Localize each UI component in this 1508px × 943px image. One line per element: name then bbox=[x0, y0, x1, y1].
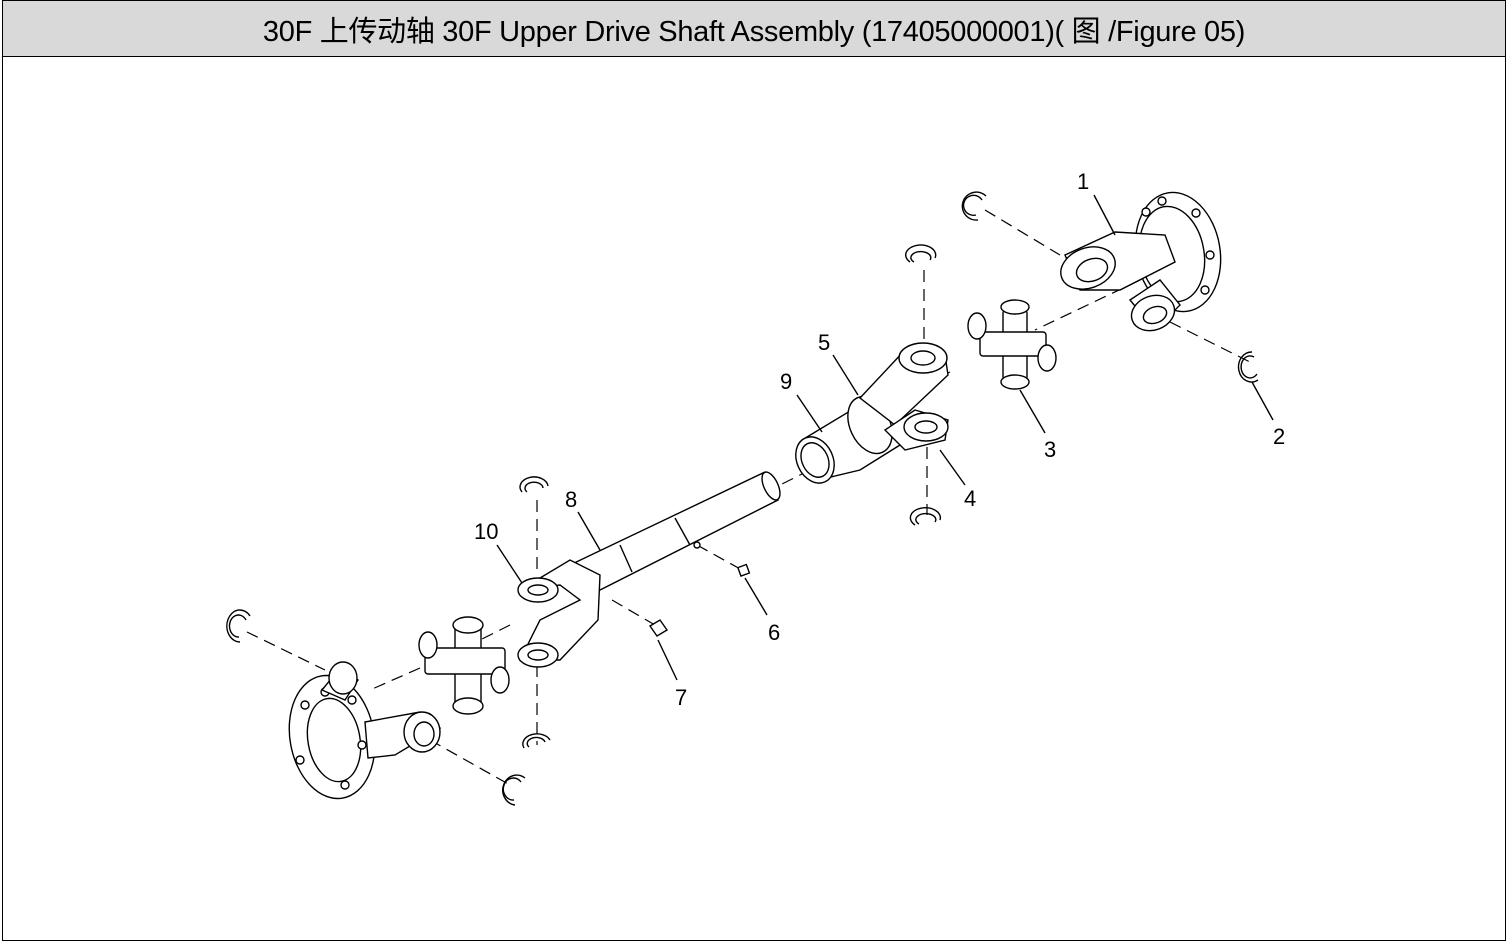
callout-2: 2 bbox=[1273, 424, 1285, 449]
callout-10: 10 bbox=[474, 519, 498, 544]
callout-4: 4 bbox=[964, 486, 976, 511]
plug bbox=[648, 619, 669, 637]
callout-9: 9 bbox=[780, 369, 792, 394]
snap-ring-upper-left bbox=[961, 191, 987, 221]
snap-ring-lower-bottom bbox=[522, 733, 551, 749]
title-bar: 30F 上传动轴 30F Upper Drive Shaft Assembly … bbox=[3, 1, 1505, 57]
flange-yoke-lower bbox=[288, 661, 442, 800]
callout-8: 8 bbox=[565, 487, 577, 512]
snap-ring-upper-right bbox=[1237, 351, 1259, 383]
page-title: 30F 上传动轴 30F Upper Drive Shaft Assembly … bbox=[262, 15, 1246, 48]
snap-ring-far-left bbox=[226, 609, 251, 643]
snap-ring-mid-bottom bbox=[909, 507, 942, 526]
universal-joint-cross-upper bbox=[967, 299, 1057, 390]
tube-shaft bbox=[568, 471, 781, 591]
snap-ring-lower-top bbox=[519, 476, 549, 493]
leader-lines bbox=[496, 194, 1274, 681]
callouts: 1 2 3 4 5 6 7 8 9 10 bbox=[474, 169, 1285, 710]
callout-7: 7 bbox=[675, 685, 687, 710]
snap-ring-bottom bbox=[502, 774, 526, 806]
callout-5: 5 bbox=[818, 330, 830, 355]
callout-6: 6 bbox=[768, 620, 780, 645]
snap-ring-mid-top bbox=[905, 244, 937, 263]
grease-fitting bbox=[736, 563, 751, 577]
slip-yoke bbox=[795, 342, 949, 484]
universal-joint-cross-lower bbox=[418, 616, 510, 715]
flange-yoke-upper bbox=[1060, 191, 1222, 332]
tube-yoke bbox=[517, 559, 601, 668]
callout-1: 1 bbox=[1077, 169, 1089, 194]
callout-3: 3 bbox=[1044, 437, 1056, 462]
